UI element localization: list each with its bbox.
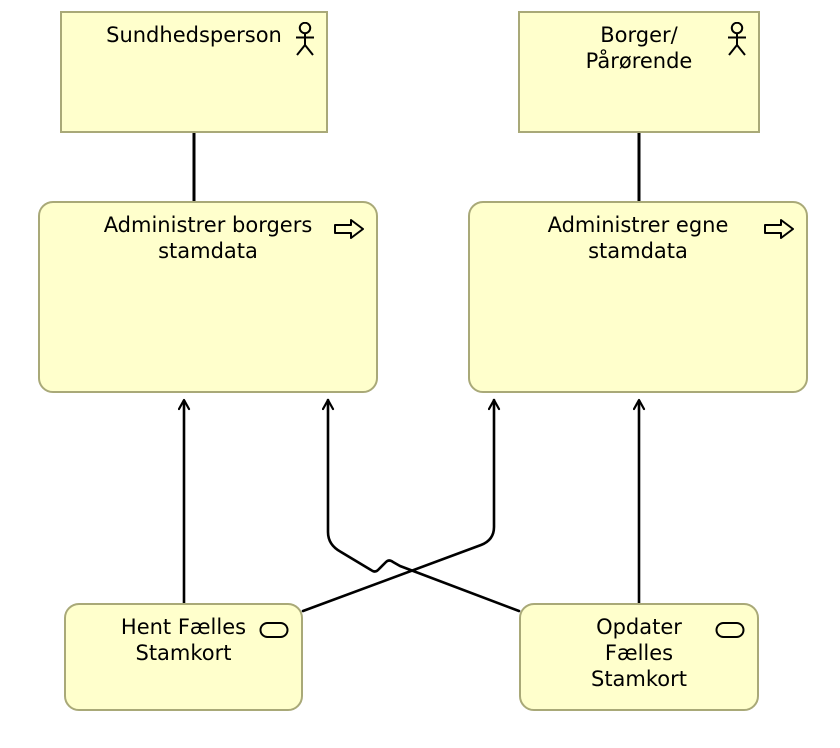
node-borger-paaroerende[interactable]: Borger/ Pårørende: [518, 11, 760, 133]
node-borger-paaroerende-label: Borger/ Pårørende: [585, 23, 693, 73]
node-hent-faelles-stamkort[interactable]: Hent Fælles Stamkort: [64, 603, 303, 711]
process-arrow-icon: [764, 219, 794, 239]
connector-opdater-to-administrer-borgers: [328, 398, 521, 613]
process-arrow-icon: [334, 219, 364, 239]
service-oval-icon: [715, 622, 745, 638]
node-opdater-faelles-stamkort-label: Opdater Fælles Stamkort: [590, 615, 688, 691]
node-opdater-faelles-stamkort[interactable]: Opdater Fælles Stamkort: [519, 603, 759, 711]
connector-hent-to-administrer-egne: [301, 398, 494, 613]
node-administrer-egne-stamdata-label: Administrer egne stamdata: [547, 213, 729, 263]
service-oval-icon: [259, 622, 289, 638]
node-administrer-egne-stamdata[interactable]: Administrer egne stamdata: [468, 201, 808, 393]
node-sundhedsperson-label: Sundhedsperson: [106, 23, 282, 47]
node-administrer-borgers-stamdata-label: Administrer borgers stamdata: [103, 213, 313, 263]
actor-icon: [296, 22, 314, 56]
node-hent-faelles-stamkort-label: Hent Fælles Stamkort: [120, 615, 247, 665]
node-administrer-borgers-stamdata[interactable]: Administrer borgers stamdata: [38, 201, 378, 393]
node-sundhedsperson[interactable]: Sundhedsperson: [60, 11, 328, 133]
actor-icon: [728, 22, 746, 56]
